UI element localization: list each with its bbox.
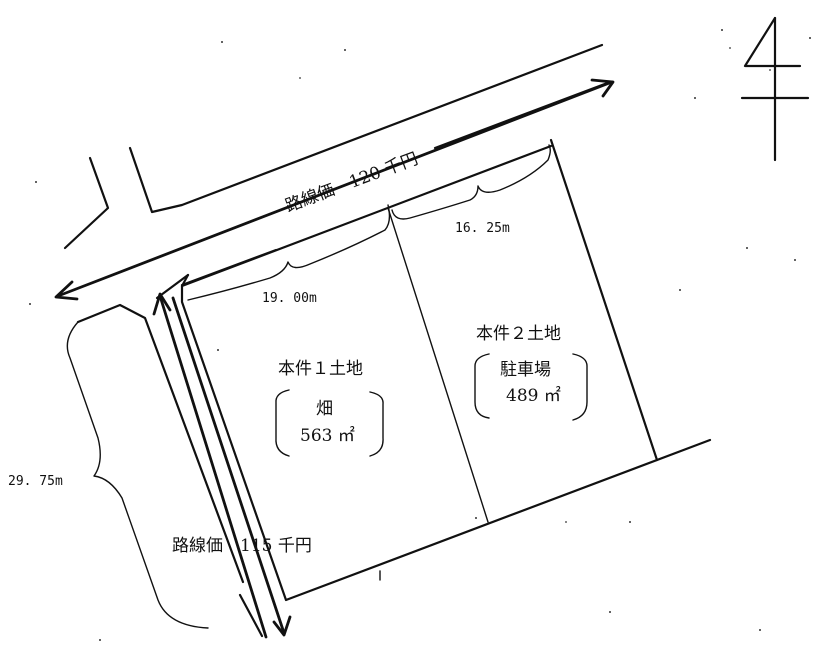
lot2-title: 本件２土地	[476, 324, 561, 344]
lot2-area: 489 ㎡	[506, 386, 561, 406]
lot1-info: 本件１土地 畑 563 ㎡	[275, 359, 384, 457]
scan-specks	[29, 29, 811, 641]
lot1-title: 本件１土地	[278, 359, 363, 379]
depth-label: 29. 75m	[8, 474, 63, 489]
lot2-right-bracket	[572, 353, 588, 421]
road-arrow-west	[152, 292, 292, 639]
lot1-use: 畑	[316, 399, 333, 419]
north-road	[54, 43, 615, 301]
lot1-area: 563 ㎡	[300, 426, 355, 446]
west-road	[76, 273, 292, 639]
lot2-frontage-label: 16. 25m	[455, 221, 510, 236]
lot1-frontage-label: 19. 00m	[262, 291, 317, 306]
lot1-right-bracket	[369, 391, 384, 457]
lot2-use: 駐車場	[500, 360, 551, 380]
property-outline	[180, 138, 712, 602]
lot2-info: 本件２土地 駐車場 489 ㎡	[474, 324, 588, 421]
north-arrow-icon	[740, 16, 810, 162]
lot1-left-bracket	[275, 389, 290, 457]
dimension-depth-brace	[66, 321, 209, 629]
west-road-price-label: 路線価 115 千円	[172, 536, 312, 556]
lot2-left-bracket	[474, 353, 490, 419]
dimension-lot1-brace	[187, 204, 391, 301]
dimension-lot2-brace	[391, 144, 551, 220]
road-arrow-north	[54, 78, 615, 301]
